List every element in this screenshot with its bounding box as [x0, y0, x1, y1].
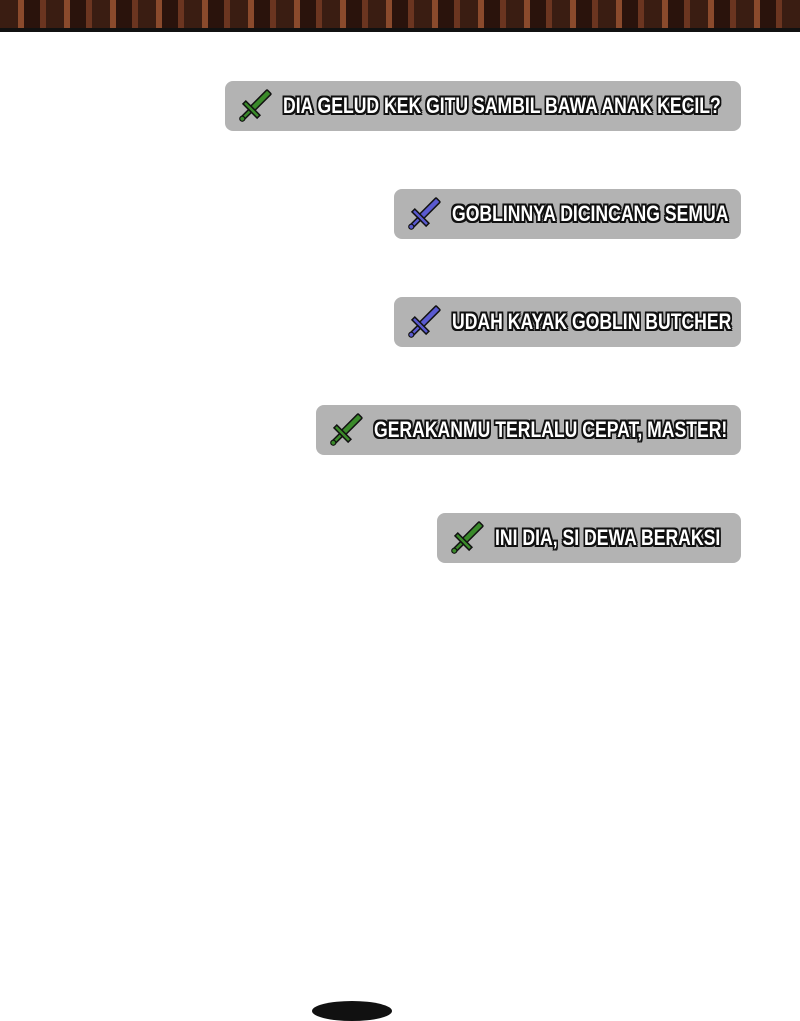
bottom-panel-edge	[312, 1001, 392, 1021]
comment-bubble: GOBLINNYA DICINCANG SEMUA	[394, 189, 741, 239]
dagger-icon	[408, 305, 441, 338]
comment-text: GOBLINNYA DICINCANG SEMUA	[452, 201, 729, 226]
dagger-icon	[330, 413, 363, 446]
comment-text: DIA GELUD KEK GITU SAMBIL BAWA ANAK KECI…	[283, 93, 721, 118]
dagger-icon	[408, 197, 441, 230]
comment-text: UDAH KAYAK GOBLIN BUTCHER	[452, 309, 732, 334]
comment-bubble: INI DIA, SI DEWA BERAKSI	[437, 513, 741, 563]
dagger-icon	[239, 89, 272, 122]
comment-bubble: DIA GELUD KEK GITU SAMBIL BAWA ANAK KECI…	[225, 81, 741, 131]
dagger-icon	[451, 521, 484, 554]
comment-text: GERAKANMU TERLALU CEPAT, MASTER!	[374, 417, 728, 442]
comment-text: INI DIA, SI DEWA BERAKSI	[495, 525, 721, 550]
comment-bubble: UDAH KAYAK GOBLIN BUTCHER	[394, 297, 741, 347]
comment-bubble: GERAKANMU TERLALU CEPAT, MASTER!	[316, 405, 741, 455]
top-panel-strip	[0, 0, 800, 32]
